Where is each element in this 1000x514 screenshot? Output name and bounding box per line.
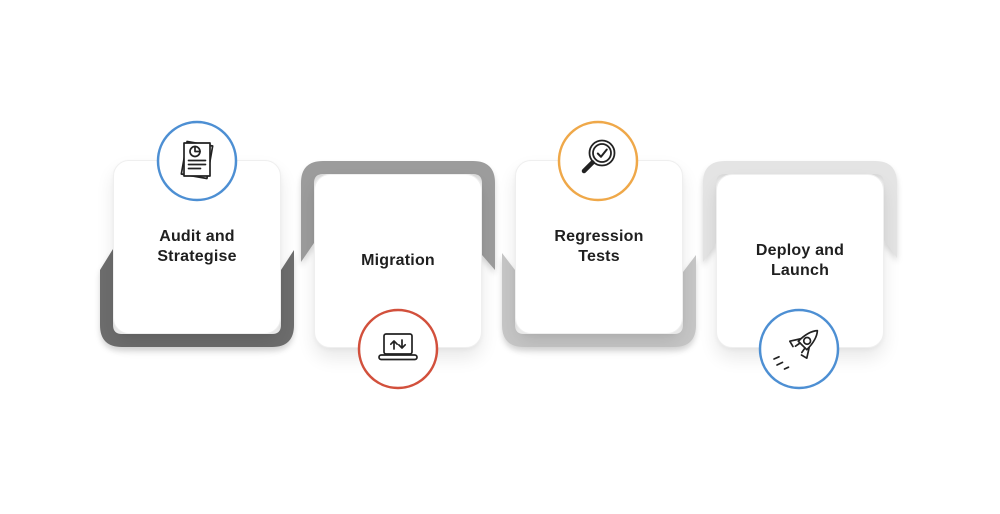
step-label-1: Audit and Strategise bbox=[157, 228, 237, 265]
laptop-transfer-icon bbox=[357, 308, 439, 390]
rocket-icon bbox=[758, 308, 840, 390]
icon-ring-4 bbox=[758, 308, 840, 390]
magnifier-check-icon bbox=[557, 120, 639, 202]
ribbon-segment-1 bbox=[100, 249, 294, 347]
ribbon-segment-2 bbox=[301, 161, 495, 270]
step-label-2: Migration bbox=[361, 252, 435, 269]
ribbon-segment-4 bbox=[703, 161, 897, 262]
ribbon-segment-3 bbox=[502, 253, 696, 347]
step-label-3: Regression Tests bbox=[554, 228, 644, 265]
documents-report-icon bbox=[156, 120, 238, 202]
step-card-4: Deploy and Launch bbox=[716, 174, 884, 348]
step-label-4: Deploy and Launch bbox=[755, 242, 845, 279]
